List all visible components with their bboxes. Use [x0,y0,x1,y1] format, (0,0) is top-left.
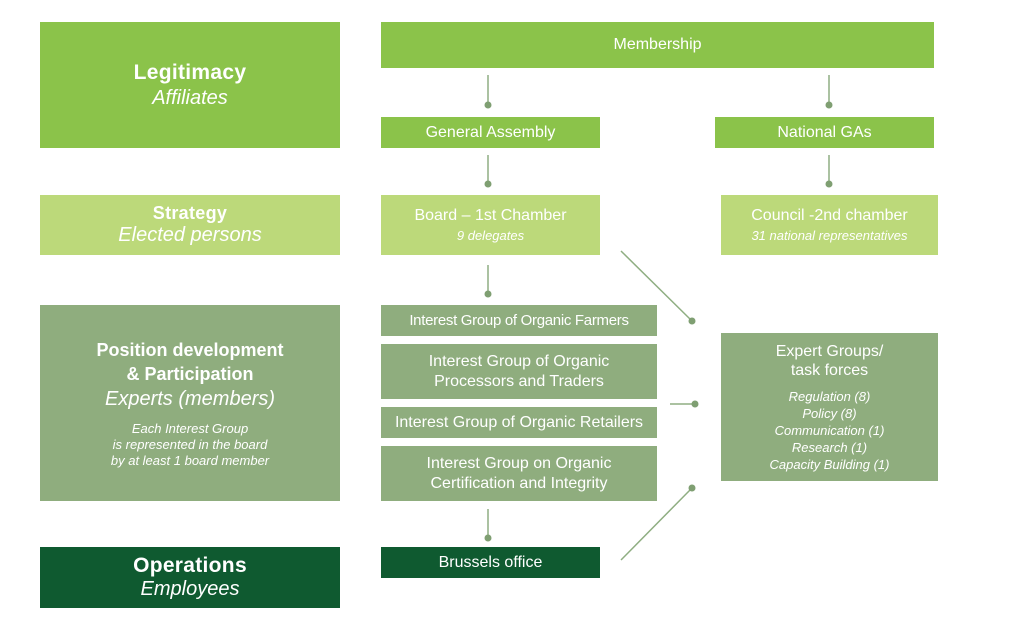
interest-group-label: Interest Group on Organic [426,454,612,472]
position-subtitle: Experts (members) [104,387,276,410]
expert-groups-box: Expert Groups/ task forces Regulation (8… [721,333,938,481]
expert-group-item: Communication (1) [774,422,885,438]
interest-group-label: Processors and Traders [434,372,604,390]
council-subtitle: 31 national representatives [751,228,908,243]
strategy-title: Strategy [152,203,228,223]
membership-node: Membership [381,22,934,68]
legitimacy-box: Legitimacy Affiliates [40,22,340,148]
interest-group-label: Interest Group of Organic Retailers [394,413,644,431]
national-gas-node: National GAs [715,117,934,148]
strategy-subtitle: Elected persons [118,224,262,246]
expert-group-item: Regulation (8) [788,388,871,404]
board-subtitle: 9 delegates [456,228,525,243]
position-note-line: Each Interest Group [131,420,249,436]
position-note-line: by at least 1 board member [110,452,270,468]
brussels-office-node: Brussels office [381,547,600,578]
interest-group-label: Certification and Integrity [430,474,608,492]
interest-group-processors: Interest Group of Organic Processors and… [381,344,657,399]
expert-group-item: Research (1) [791,439,868,455]
brussels-office-label: Brussels office [438,553,543,571]
expert-groups-title-line1: Expert Groups/ [775,342,884,360]
connector-board-expert [620,250,692,321]
operations-subtitle: Employees [140,578,240,600]
expert-groups-list: Regulation (8) Policy (8) Communication … [770,388,890,473]
expert-groups-title-line2: task forces [790,361,869,379]
operations-box: Operations Employees [40,547,340,608]
operations-title: Operations [133,554,247,577]
general-assembly-node: General Assembly [381,117,600,148]
legitimacy-title: Legitimacy [133,60,247,84]
position-title-line1: Position development [96,339,284,360]
position-box: Position development & Participation Exp… [40,305,340,501]
interest-group-label: Interest Group of Organic Farmers [409,311,629,329]
council-title: Council -2nd chamber [751,207,908,224]
position-note-line: is represented in the board [112,436,268,452]
council-node: Council -2nd chamber 31 national represe… [721,195,938,255]
connector-brussels-expert [620,488,692,561]
interest-group-retailers: Interest Group of Organic Retailers [381,407,657,438]
expert-group-item: Policy (8) [802,405,857,421]
interest-group-label: Interest Group of Organic [428,352,610,370]
legitimacy-subtitle: Affiliates [152,86,228,109]
strategy-box: Strategy Elected persons [40,195,340,255]
interest-group-certification: Interest Group on Organic Certification … [381,446,657,501]
position-note: Each Interest Group is represented in th… [111,421,269,469]
expert-group-item: Capacity Building (1) [769,456,890,472]
membership-label: Membership [613,36,702,53]
national-gas-label: National GAs [777,123,872,141]
board-node: Board – 1st Chamber 9 delegates [381,195,600,255]
board-title: Board – 1st Chamber [414,207,567,224]
interest-group-farmers: Interest Group of Organic Farmers [381,305,657,336]
position-title-line2: & Participation [126,363,254,384]
general-assembly-label: General Assembly [425,123,556,141]
